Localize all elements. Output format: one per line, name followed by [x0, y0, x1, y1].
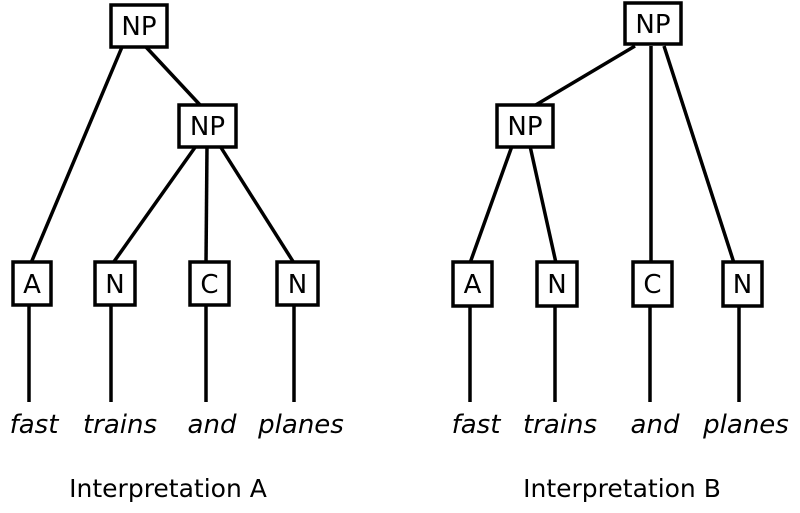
edge-a-innernp-to-n1	[111, 144, 198, 265]
node-box-b-inner-np	[495, 103, 555, 149]
node-label-a-adj: A	[23, 270, 41, 300]
word-a-and: and	[188, 410, 237, 440]
word-b-fast: fast	[452, 410, 502, 440]
node-box-a-n2	[275, 260, 320, 307]
node-box-a-c	[188, 260, 231, 307]
edge-a-innernp-to-c	[204, 145, 209, 264]
edge-a-root-to-innernp	[144, 45, 203, 108]
word-a-fast: fast	[10, 410, 60, 440]
node-box-b-c	[631, 260, 674, 308]
word-a-planes: planes	[257, 410, 344, 440]
node-label-a-root-np: NP	[121, 12, 156, 42]
tree-interpretation-b: NP NP A N C N fast trains and planes Int…	[451, 1, 789, 503]
word-b-planes: planes	[702, 410, 789, 440]
caption-interpretation-a: Interpretation A	[69, 474, 267, 503]
edge-b-innernp-to-adj	[468, 145, 514, 264]
word-b-and: and	[631, 410, 680, 440]
node-label-b-c: C	[643, 270, 661, 300]
edge-a-root-to-adj	[29, 46, 124, 264]
node-box-b-adj	[451, 260, 494, 308]
node-box-b-n2	[721, 260, 764, 308]
node-label-b-inner-np: NP	[507, 112, 542, 142]
node-box-b-n1	[535, 260, 579, 308]
node-label-b-n1: N	[547, 270, 566, 300]
node-label-a-inner-np: NP	[190, 112, 225, 142]
tree-interpretation-a: NP NP A N C N fast trains and planes Int…	[10, 3, 344, 503]
node-box-a-n1	[93, 260, 137, 307]
edge-b-innernp-to-n1	[528, 145, 558, 264]
node-label-a-n2: N	[288, 270, 307, 300]
node-box-b-root-np	[623, 1, 683, 46]
node-box-a-root-np	[109, 3, 169, 49]
node-label-a-c: C	[200, 270, 218, 300]
word-a-trains: trains	[83, 410, 157, 440]
word-b-trains: trains	[523, 410, 597, 440]
node-box-a-inner-np	[177, 103, 238, 149]
node-label-b-root-np: NP	[635, 10, 670, 40]
node-label-b-n2: N	[733, 270, 752, 300]
caption-interpretation-b: Interpretation B	[523, 474, 721, 503]
node-label-a-n1: N	[105, 270, 124, 300]
edge-a-innernp-to-n2	[218, 145, 296, 264]
edge-b-root-to-n2	[662, 45, 736, 264]
node-label-b-adj: A	[464, 270, 482, 300]
node-box-a-adj	[11, 260, 53, 307]
edge-b-root-to-innernp	[533, 44, 636, 108]
